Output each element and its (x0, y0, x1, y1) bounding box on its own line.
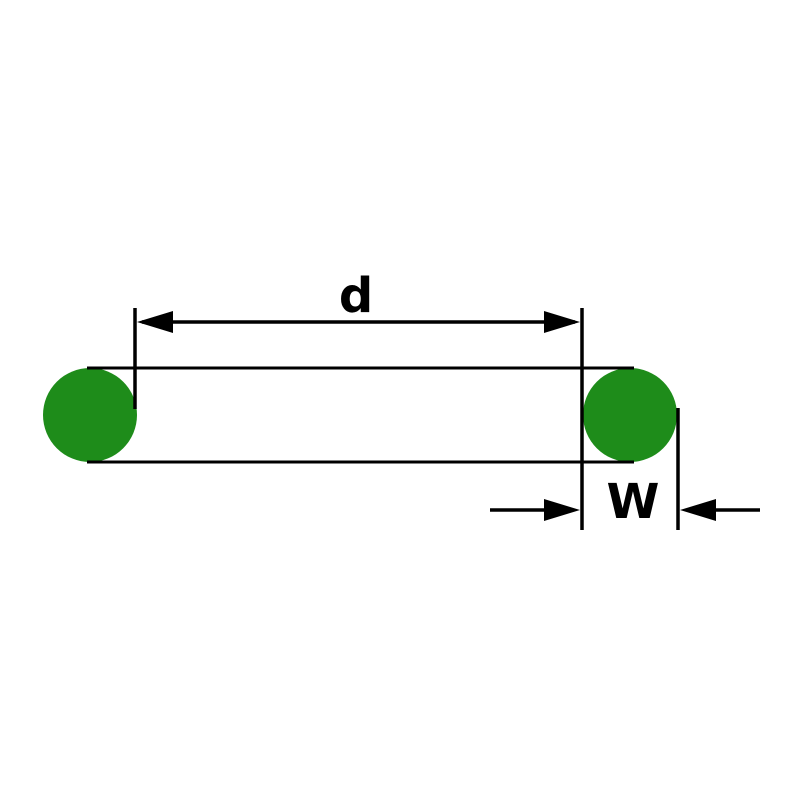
oring-cross-section-right (583, 368, 677, 462)
oring-cross-section-left (43, 368, 137, 462)
w-label: W (607, 474, 660, 530)
d-arrowhead-right (544, 311, 580, 333)
d-arrowhead-left (137, 311, 173, 333)
w-arrowhead-right (680, 499, 716, 521)
w-arrowhead-left (544, 499, 580, 521)
d-label: d (339, 268, 373, 324)
